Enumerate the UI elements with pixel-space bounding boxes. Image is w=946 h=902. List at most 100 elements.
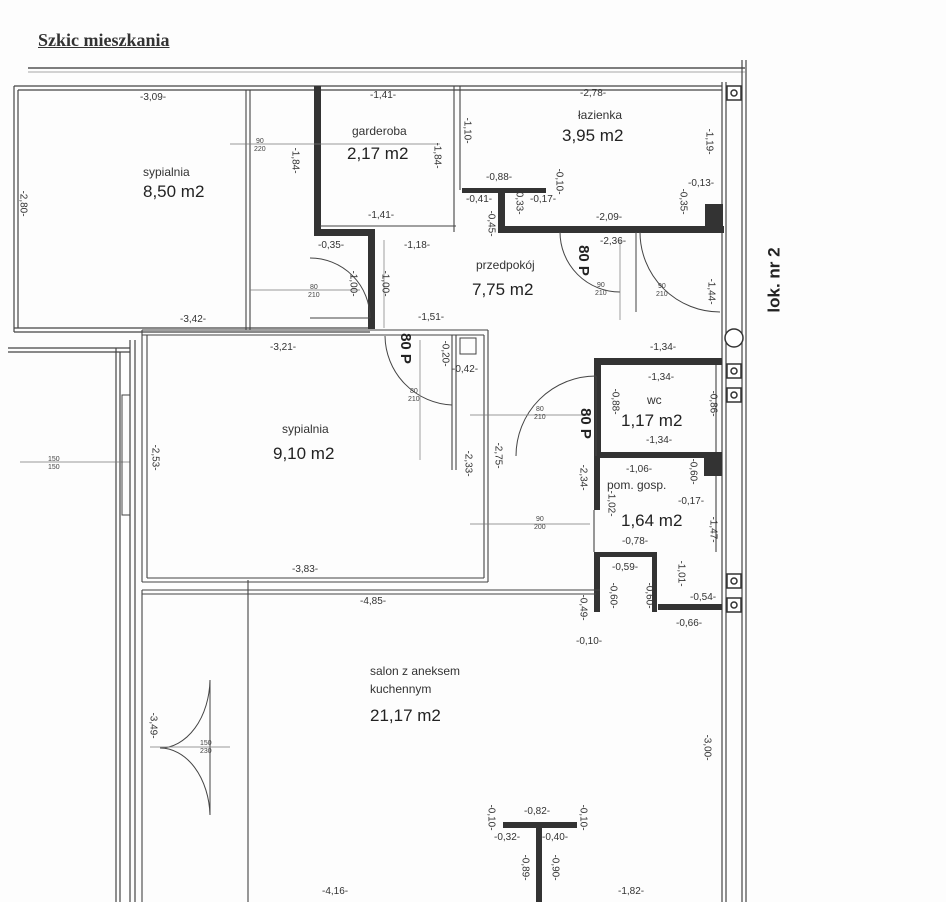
dimension-label: -0,60- — [687, 458, 699, 485]
dimension-label: -1,19- — [703, 128, 715, 155]
dimension-label: -1,84- — [431, 142, 443, 169]
dimension-label: -0,20- — [439, 340, 451, 367]
room-area-salon: 21,17 m2 — [370, 706, 441, 725]
dimension-label: -0,49- — [577, 594, 589, 621]
room-name-sypialnia-2: sypialnia — [282, 422, 329, 436]
dimension-label: -1,01- — [675, 560, 687, 587]
dimension-label: -1,82- — [618, 886, 645, 897]
dimension-label: -1,84- — [289, 147, 301, 174]
dimension-label: -1,18- — [404, 240, 431, 251]
dimension-label: -1,34- — [646, 435, 673, 446]
dimension-label: -2,09- — [596, 212, 623, 223]
door-swings — [159, 231, 721, 816]
dimension-label: -0,10- — [485, 804, 497, 831]
dimension-label: -2,75- — [492, 442, 504, 469]
dimension-label: -0,88- — [486, 172, 513, 183]
room-area-sypialnia-2: 9,10 m2 — [273, 444, 335, 463]
dimension-label: -1,02- — [605, 490, 617, 517]
dimension-label: -1,44- — [705, 278, 717, 305]
dimension-label: -1,41- — [368, 210, 395, 221]
wall-details — [121, 337, 477, 516]
dimension-label: -3,09- — [140, 92, 167, 103]
dimension-label: -0,32- — [494, 832, 521, 843]
room-area-garderoba: 2,17 m2 — [347, 144, 409, 163]
door-label-wc: 80 P — [576, 408, 594, 439]
dimension-label: -0,59- — [612, 562, 639, 573]
dimension-label: -0,60- — [607, 582, 619, 609]
unit-number-label: lok. nr 2 — [764, 247, 784, 313]
dimension-label: -0,54- — [690, 592, 717, 603]
dimension-label: -3,83- — [292, 564, 319, 575]
dimension-label: -3,42- — [180, 314, 207, 325]
dimension-label: -0,82- — [524, 806, 551, 817]
dimension-label: -0,60- — [643, 582, 655, 609]
room-name-sypialnia-1: sypialnia — [143, 165, 190, 179]
dimension-label: -4,85- — [360, 596, 387, 607]
dimension-label: -2,33- — [462, 450, 474, 477]
outer-walls — [8, 60, 747, 902]
room-name-pom-gosp: pom. gosp. — [607, 478, 667, 492]
dimension-label: -0,35- — [677, 188, 689, 215]
dimension-label: -1,34- — [650, 342, 677, 353]
dimension-label: -0,17- — [678, 496, 705, 507]
dimension-label: -0,33- — [513, 188, 525, 215]
dimension-label: -0,10- — [577, 804, 589, 831]
dimension-label: -0,13- — [688, 178, 715, 189]
room-name-salon-line2: kuchennym — [370, 682, 432, 696]
room-area-wc: 1,17 m2 — [621, 411, 683, 430]
dimension-label: -2,80- — [17, 190, 29, 217]
door-label-sypialnia: 80 P — [396, 333, 414, 364]
dimension-label: -1,00- — [347, 270, 359, 297]
dimension-label: -0,35- — [318, 240, 345, 251]
dimension-label: -2,78- — [580, 88, 607, 99]
dimension-label: -0,45- — [485, 210, 497, 237]
dimension-label: -0,90- — [549, 854, 561, 881]
room-area-pom-gosp: 1,64 m2 — [621, 511, 683, 530]
dimension-lines — [20, 143, 621, 748]
room-name-wc: wc — [647, 393, 662, 407]
dimension-label: -1,10- — [461, 117, 473, 144]
dimension-label: -0,78- — [622, 536, 649, 547]
dimension-label: -3,21- — [270, 342, 297, 353]
room-name-przedpokoj: przedpokój — [476, 258, 535, 272]
dimension-label: -1,00- — [379, 270, 391, 297]
dimension-label: -1,06- — [626, 464, 653, 475]
dimension-label: -0,88- — [609, 388, 621, 415]
room-name-garderoba: garderoba — [352, 124, 407, 138]
room-name-salon-line1: salon z aneksem — [370, 664, 461, 678]
dimension-label: -0,10- — [576, 636, 603, 647]
room-area-lazienka: 3,95 m2 — [562, 126, 624, 145]
dimension-label: -0,42- — [452, 364, 479, 375]
dimension-label: -1,41- — [370, 90, 397, 101]
window-markers — [724, 85, 744, 613]
structural-walls — [314, 86, 724, 902]
dimension-label: -2,34- — [577, 464, 589, 491]
dimension-label: -0,89- — [519, 854, 531, 881]
room-area-sypialnia-1: 8,50 m2 — [143, 182, 205, 201]
door-label-przedpokoj: 80 P — [574, 245, 592, 276]
dimension-label: -1,34- — [648, 372, 675, 383]
dimension-label: -0,17- — [530, 194, 557, 205]
dimension-label: -0,41- — [466, 194, 493, 205]
dimension-label: -4,16- — [322, 886, 349, 897]
dimension-label: -2,36- — [600, 236, 627, 247]
interior-walls — [141, 86, 717, 902]
page-title: Szkic mieszkania — [38, 30, 170, 50]
dimension-label: -3,00- — [701, 734, 713, 761]
dimension-label: -1,47- — [707, 516, 719, 543]
dimension-label: -0,10- — [553, 168, 565, 195]
room-name-lazienka: łazienka — [578, 108, 623, 122]
dimension-label: -3,49- — [147, 712, 159, 739]
dimension-label: -0,86- — [707, 390, 719, 417]
dimension-label: -1,51- — [418, 312, 445, 323]
